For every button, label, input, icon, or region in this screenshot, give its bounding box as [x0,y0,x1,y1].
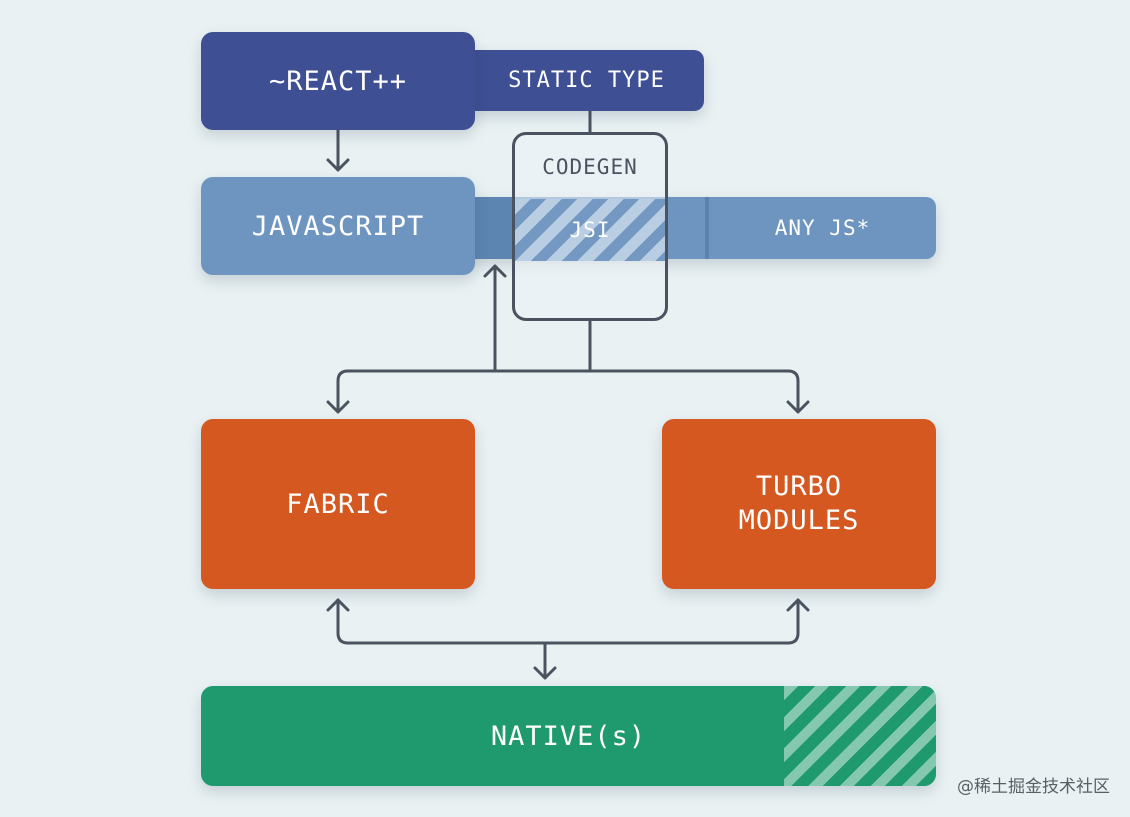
any-js-label: ANY JS* [774,216,871,240]
jsi-segment: JSI [515,199,665,261]
native-connector-line [336,598,800,645]
turbo-label-line2: MODULES [738,505,860,536]
react-box: ~REACT++ [201,32,475,130]
jsi-label: JSI [569,218,611,242]
static-type-label: STATIC TYPE [508,68,665,93]
react-label: ~REACT++ [268,65,408,97]
static-type-box: STATIC TYPE [455,50,704,111]
codegen-box: CODEGEN JSI [512,132,668,321]
native-hatch-pattern [784,686,936,786]
to-native-arrow [533,641,557,680]
fabric-up-arrowhead [326,598,350,612]
turbo-label-line1: TURBO [755,471,843,502]
native-box: NATIVE(s) [201,686,936,786]
up-to-jsi-arrow [483,264,507,373]
javascript-label: JAVASCRIPT [251,210,425,242]
react-to-js-arrow [326,128,350,172]
to-fabric-arrow [326,369,350,414]
turbo-modules-box: TURBO MODULES [662,419,936,589]
native-label: NATIVE(s) [490,720,647,752]
jsbar-divider [705,197,709,259]
to-turbo-arrow [786,369,810,414]
turbo-up-arrowhead [786,598,810,612]
codegen-label: CODEGEN [542,155,638,179]
source-watermark: @稀土掘金技术社区 [957,777,1110,797]
fabric-box: FABRIC [201,419,475,589]
fabric-label: FABRIC [286,488,390,520]
javascript-box: JAVASCRIPT [201,177,475,275]
